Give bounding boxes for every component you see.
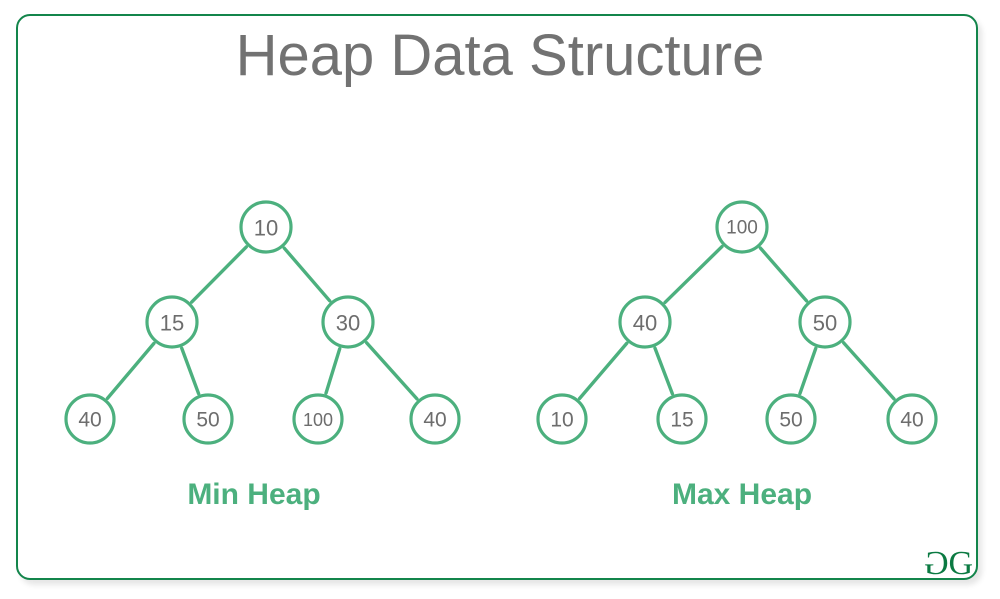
- min-heap-label: Min Heap: [187, 478, 321, 511]
- logo-g: G: [948, 545, 973, 582]
- page-title: Heap Data Structure: [235, 23, 765, 88]
- logo-g-mirrored: G: [924, 545, 949, 582]
- diagram-frame: [16, 14, 978, 580]
- max-heap-label: Max Heap: [671, 478, 813, 511]
- geeksforgeeks-logo: GG: [924, 545, 973, 582]
